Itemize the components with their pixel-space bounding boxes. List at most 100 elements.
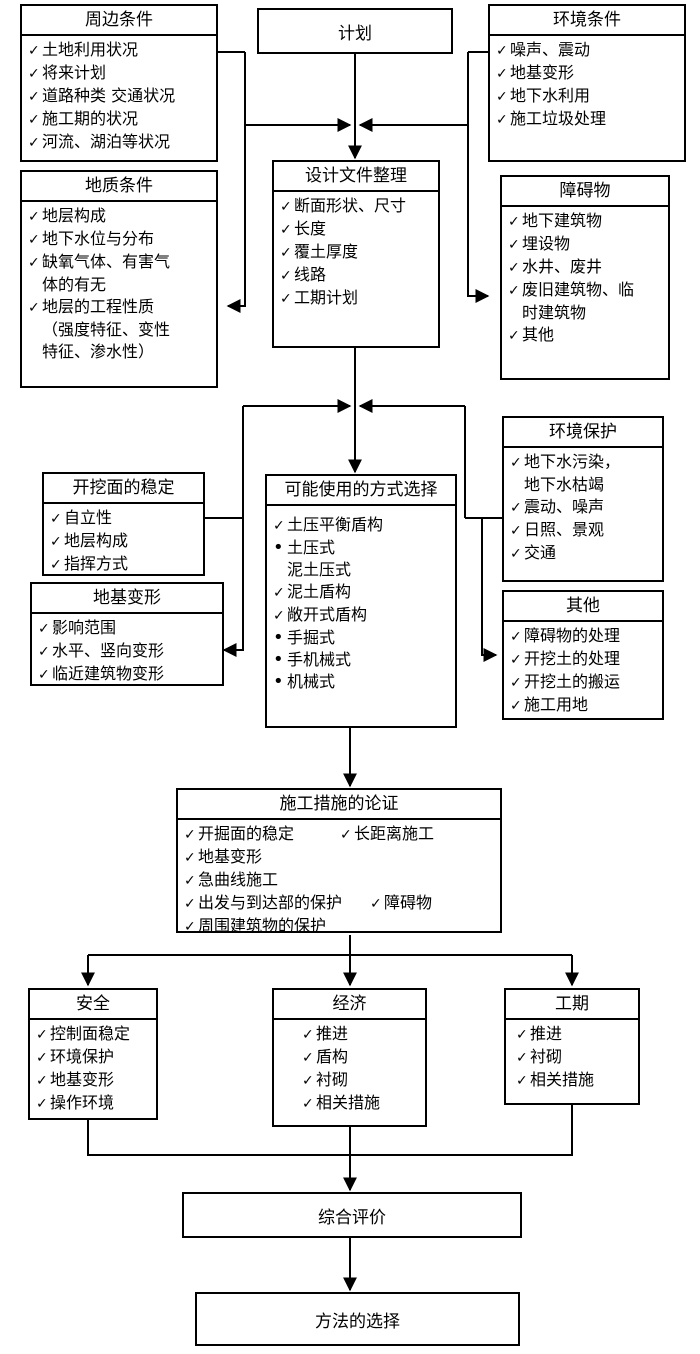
list-item: ✓线路 <box>280 264 434 287</box>
check-icon: ✓ <box>508 328 520 344</box>
list-item: ✓交通 <box>510 542 658 565</box>
list-item: ✓地下建筑物 <box>508 210 664 233</box>
obstacles-title: 障碍物 <box>502 177 668 207</box>
list-item: ✓将来计划 <box>28 62 212 85</box>
method-choice-title: 可能使用的方式选择 <box>267 476 455 506</box>
list-item: ✓相关措施 <box>302 1092 421 1115</box>
list-item: ✓出发与到达部的保护✓障碍物 <box>184 892 496 915</box>
list-item-continuation: （强度特征、变性 <box>42 320 171 339</box>
check-icon: ✓ <box>510 546 522 562</box>
check-icon: ✓ <box>280 222 292 238</box>
check-icon: ✓ <box>28 255 40 271</box>
list-item: ✓土压平衡盾构 <box>273 514 451 537</box>
check-icon: ✓ <box>496 43 508 59</box>
selection-label: 方法的选择 <box>315 1311 400 1332</box>
surroundings-title: 周边条件 <box>22 6 216 36</box>
plan-box: 计划 <box>257 8 453 54</box>
check-icon: ✓ <box>510 523 522 539</box>
check-icon: ✓ <box>273 608 285 624</box>
environment-conditions-title: 环境条件 <box>490 6 684 36</box>
list-item: ✓推进 <box>516 1023 634 1046</box>
list-item: •土压式 <box>273 537 336 558</box>
list-item: ✓地层的工程性质 <box>28 296 212 319</box>
list-item: ✓推进 <box>302 1023 421 1046</box>
check-icon: ✓ <box>280 245 292 261</box>
selection-box: 方法的选择 <box>195 1292 520 1346</box>
safety-title: 安全 <box>30 990 156 1020</box>
check-icon: ✓ <box>184 919 196 935</box>
economy-title: 经济 <box>274 990 425 1020</box>
list-item: ✓开挖土的搬运 <box>510 671 658 694</box>
list-item: ✓道路种类 交通状况 <box>28 85 212 108</box>
check-icon: ✓ <box>496 89 508 105</box>
list-item: ✓其他 <box>508 324 664 347</box>
check-icon: ✓ <box>340 827 352 843</box>
check-icon: ✓ <box>28 135 40 151</box>
check-icon: ✓ <box>496 66 508 82</box>
check-icon: ✓ <box>510 698 522 714</box>
check-icon: ✓ <box>38 644 50 660</box>
list-item: ✓操作环境 <box>36 1092 152 1115</box>
list-item: ✓自立性 <box>50 507 199 530</box>
list-item: ✓敞开式盾构 <box>273 604 451 627</box>
obstacles-box: 障碍物 ✓地下建筑物 ✓埋设物 ✓水井、废井 ✓废旧建筑物、临 时建筑物 ✓其他 <box>500 175 670 380</box>
safety-box: 安全 ✓控制面稳定 ✓环境保护 ✓地基变形 ✓操作环境 <box>28 988 158 1120</box>
list-item: ✓开挖土的处理 <box>510 648 658 671</box>
check-icon: ✓ <box>28 66 40 82</box>
check-icon: ✓ <box>28 43 40 59</box>
list-item: ✓周围建筑物的保护 <box>184 915 496 938</box>
check-icon: ✓ <box>508 260 520 276</box>
geology-title: 地质条件 <box>22 172 216 202</box>
check-icon: ✓ <box>516 1050 528 1066</box>
check-icon: ✓ <box>510 629 522 645</box>
check-icon: ✓ <box>302 1050 314 1066</box>
check-icon: ✓ <box>184 896 196 912</box>
list-item: ✓地基变形 <box>496 62 680 85</box>
check-icon: ✓ <box>36 1096 48 1112</box>
evaluation-box: 综合评价 <box>182 1192 522 1238</box>
check-icon: ✓ <box>280 291 292 307</box>
list-item: ✓施工垃圾处理 <box>496 108 680 131</box>
list-item: •机械式 <box>273 671 336 692</box>
plan-label: 计划 <box>338 23 372 44</box>
check-icon: ✓ <box>36 1050 48 1066</box>
list-item: •手机械式 <box>273 649 352 670</box>
check-icon: ✓ <box>273 518 285 534</box>
check-icon: ✓ <box>50 557 62 573</box>
list-item: ✓水平、竖向变形 <box>38 640 218 663</box>
list-item-continuation: 地下水枯竭 <box>524 475 605 494</box>
check-icon: ✓ <box>516 1073 528 1089</box>
others-box: 其他 ✓障碍物的处理 ✓开挖土的处理 ✓开挖土的搬运 ✓施工用地 <box>502 590 664 720</box>
check-icon: ✓ <box>50 511 62 527</box>
list-item: ✓工期计划 <box>280 287 434 310</box>
arrow-to-geology <box>226 52 246 313</box>
list-item: •手掘式 <box>273 627 336 648</box>
measures-title: 施工措施的论证 <box>178 790 500 820</box>
check-icon: ✓ <box>38 621 50 637</box>
check-icon: ✓ <box>184 873 196 889</box>
list-item: ✓施工用地 <box>510 694 658 717</box>
arrow-to-obstacles <box>467 52 490 303</box>
list-item: ✓震动、噪声 <box>510 496 658 519</box>
list-item: ✓地下水位与分布 <box>28 228 212 251</box>
method-choice-box: 可能使用的方式选择 ✓土压平衡盾构 •土压式 泥土压式 ✓泥土盾构 ✓敞开式盾构… <box>265 474 457 728</box>
check-icon: ✓ <box>28 232 40 248</box>
list-item-continuation: 时建筑物 <box>522 303 587 322</box>
check-icon: ✓ <box>28 112 40 128</box>
bullet-icon: • <box>273 671 284 692</box>
list-item: ✓断面形状、尺寸 <box>280 195 434 218</box>
arrow-to-others <box>465 517 498 662</box>
bullet-icon: • <box>273 627 284 648</box>
arrow-to-ground-deform <box>222 406 244 657</box>
list-item: ✓临近建筑物变形 <box>38 663 218 686</box>
list-item: ✓地基变形 <box>184 846 496 869</box>
check-icon: ✓ <box>28 300 40 316</box>
list-item: ✓废旧建筑物、临 <box>508 279 664 302</box>
check-icon: ✓ <box>516 1027 528 1043</box>
bullet-icon: • <box>273 537 284 558</box>
check-icon: ✓ <box>302 1073 314 1089</box>
surroundings-box: 周边条件 ✓土地利用状况 ✓将来计划 ✓道路种类 交通状况 ✓施工期的状况 ✓河… <box>20 4 218 162</box>
list-item: ✓缺氧气体、有害气 <box>28 251 212 274</box>
list-item: ✓覆土厚度 <box>280 241 434 264</box>
